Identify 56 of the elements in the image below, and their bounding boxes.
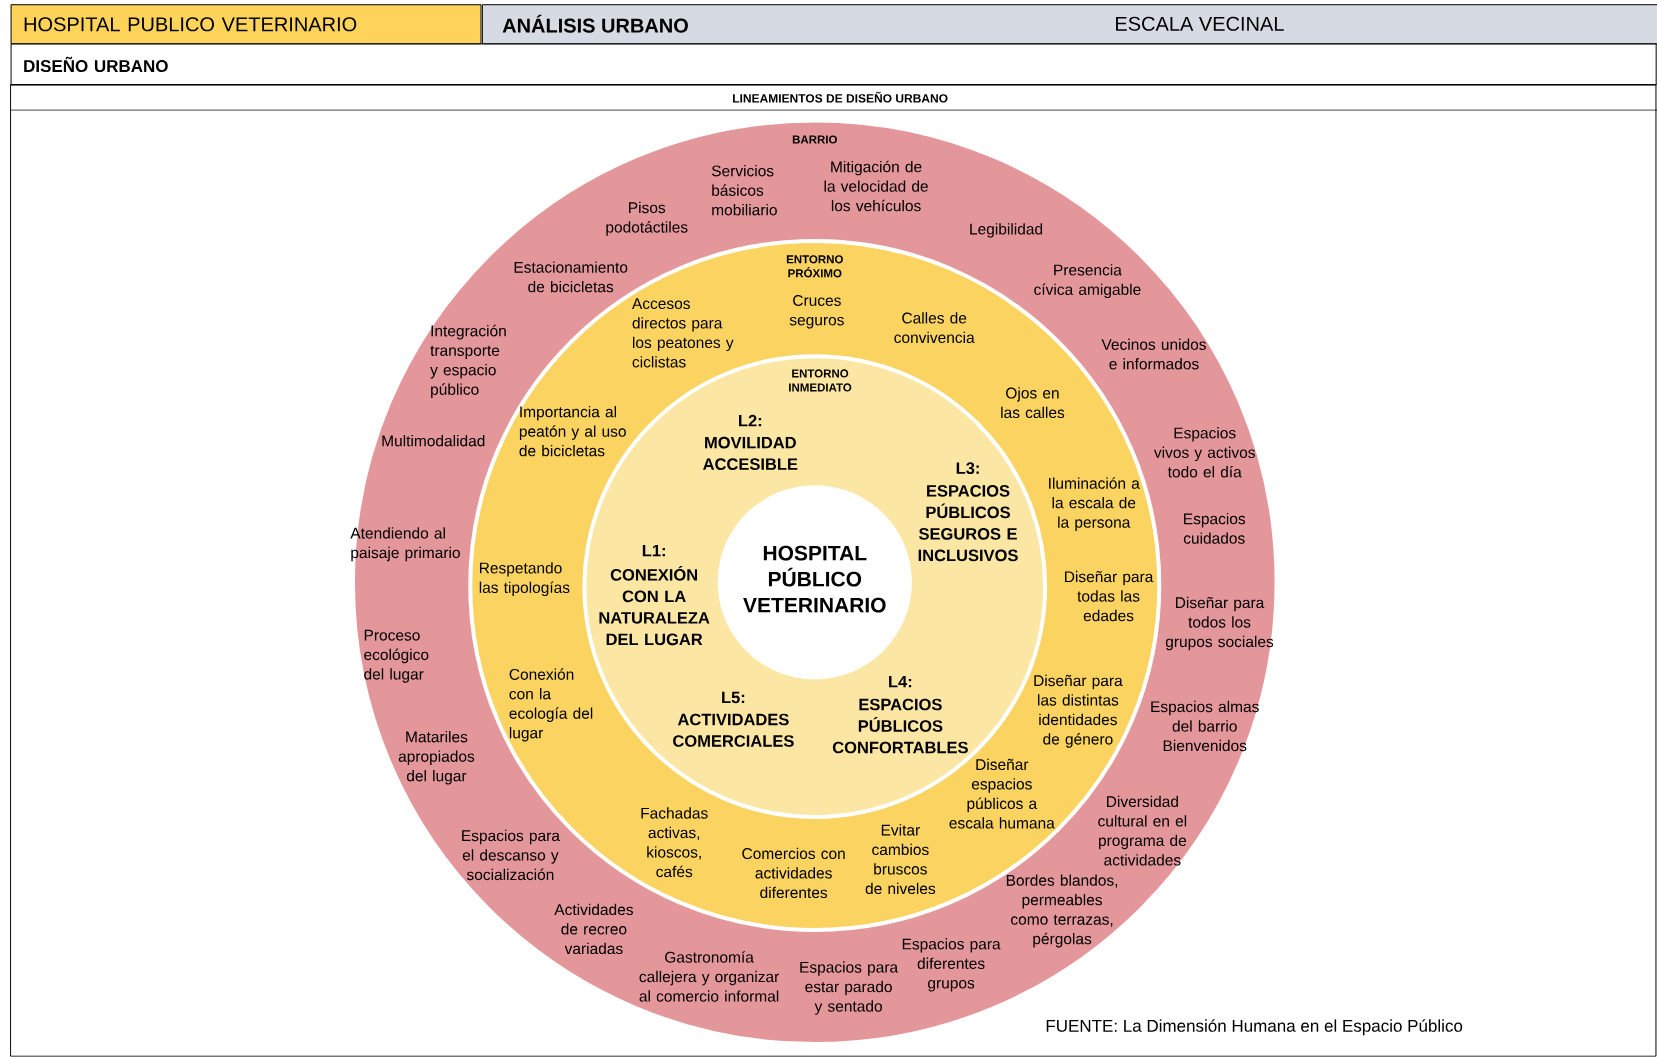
ring-label: Mitigación de la velocidad de los vehículos	[824, 160, 928, 212]
ring-label: Espacios para el descanso y socialización	[462, 829, 560, 881]
ring-label: Pisos podotáctiles	[606, 201, 688, 236]
ring-label: Ojos en las calles	[1001, 387, 1065, 419]
ring-label: Diversidad cultural en el programa de actividades	[1098, 795, 1187, 866]
ring-title: ENTORNO PRÓXIMO	[786, 255, 843, 278]
ring-label: Bordes blandos, permeables como terrazas, pérgolas	[1006, 874, 1118, 948]
guideline-label: CONEXIÓN CON LA NATURALEZA DEL LUGAR	[599, 566, 710, 646]
ring-label: Importancia al peatón y al uso de bicicletas	[519, 406, 626, 457]
ring-label: Espacios para diferentes grupos	[902, 938, 1001, 992]
ring-label: Actividades de recreo variadas	[554, 903, 633, 955]
ring-label: Espacios almas del barrio Bienvenidos	[1151, 700, 1259, 752]
source-note: FUENTE: La Dimensión Humana en el Espacio Público	[1046, 1019, 1463, 1036]
guideline-label: MOVILIDAD ACCESIBLE	[703, 436, 798, 471]
guideline-label: L2:	[739, 414, 762, 427]
ring-title: ENTORNO INMEDIATO	[789, 369, 852, 392]
ring-label: Respetando las tipologías	[479, 562, 570, 597]
guideline-label: ESPACIOS PÚBLICOS SEGUROS E INCLUSIVOS	[918, 485, 1018, 562]
header-label: ANÁLISIS URBANO	[502, 14, 688, 33]
ring-label: Conexión con la ecología del lugar	[509, 668, 593, 742]
ring-label: Iluminación a la escala de la persona	[1049, 477, 1140, 531]
center-title: HOSPITAL PÚBLICO VETERINARIO	[743, 545, 886, 613]
guideline-label: L3:	[956, 462, 979, 475]
ring-label: Diseñar para todas las edades	[1065, 570, 1154, 622]
ring-label: Multimodalidad	[382, 435, 485, 447]
ring-label: Gastronomía callejera y organizar al comercio informal	[639, 951, 779, 1002]
ring-label: Accesos directos para los peatones y ciclistas	[632, 298, 734, 368]
ring-label: Espacios para estar parado y sentado	[800, 961, 899, 1015]
ring-label: Legibilidad	[970, 223, 1043, 238]
ring-label: Diseñar espacios públicos a escala humana	[949, 758, 1055, 829]
ring-label: Matariles apropiados del lugar	[398, 731, 475, 785]
header-label: ESCALA VECINAL	[1116, 16, 1284, 31]
guideline-label: L5:	[722, 691, 745, 704]
ring-label: Cruces seguros	[789, 295, 844, 329]
guideline-label: ACTIVIDADES COMERCIALES	[673, 713, 794, 747]
ring-label: Espacios cuidados	[1183, 513, 1246, 544]
ring-label: Diseñar para todos los grupos sociales	[1165, 596, 1274, 651]
ring-label: Integración transporte y espacio público	[430, 325, 506, 399]
guideline-label: L1:	[642, 545, 665, 557]
section-row: DISEÑO URBANO	[10, 43, 1657, 86]
ring-label: Espacios vivos y activos todo el día	[1153, 427, 1255, 478]
ring-label: Vecinos unidos e informados	[1101, 338, 1206, 370]
ring-label: Servicios básicos mobiliario	[711, 165, 777, 216]
title-cell: HOSPITAL PUBLICO VETERINARIO	[10, 4, 482, 45]
ring-label: Diseñar para las distintas identidades de género	[1034, 674, 1123, 748]
ring-label: Atendiendo al paisaje primario	[350, 527, 460, 562]
ring-label: Estacionamiento de bicicletas	[514, 261, 628, 293]
guideline-label: L4:	[889, 676, 912, 688]
ring-label: Evitar cambios bruscos de niveles	[865, 824, 936, 895]
ring-title: BARRIO	[792, 135, 837, 144]
ring-label: Presencia cívica amigable	[1034, 264, 1141, 299]
ring-label: Proceso ecológico del lugar	[364, 629, 429, 683]
ring-label: Calles de convivencia	[894, 312, 975, 344]
guideline-label: ESPACIOS PÚBLICOS CONFORTABLES	[832, 698, 968, 754]
ring-label: Comercios con actividades diferentes	[742, 847, 845, 899]
ring-label: Fachadas activas, kioscos, cafés	[641, 807, 708, 878]
